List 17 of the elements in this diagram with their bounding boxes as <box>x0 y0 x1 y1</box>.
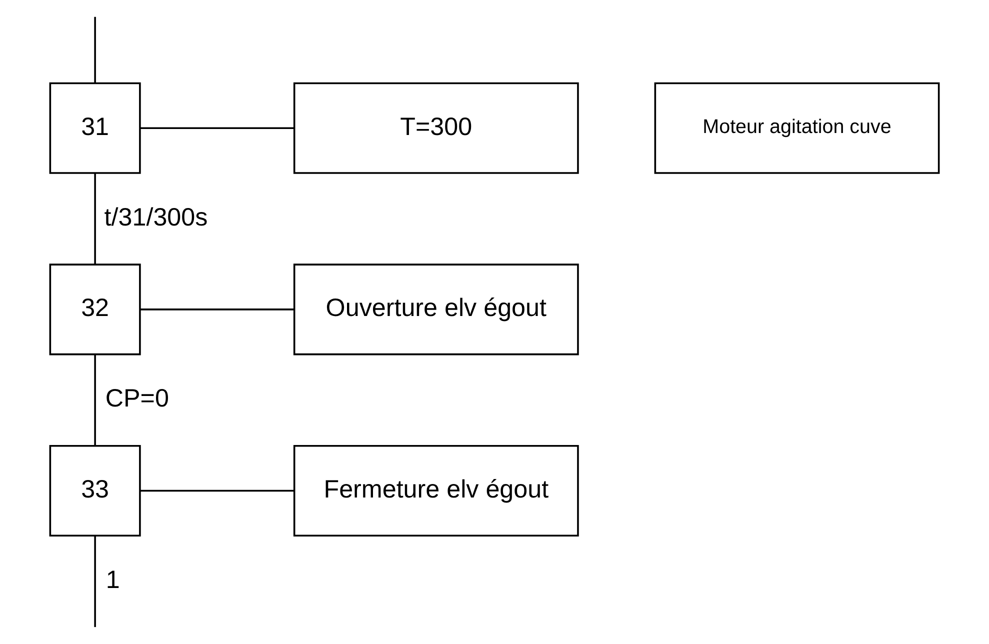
connector <box>140 127 294 130</box>
edge-label: CP=0 <box>105 384 169 413</box>
node-box: Fermeture elv égout <box>293 444 579 537</box>
node-box: 32 <box>49 264 141 356</box>
edge-label: 1 <box>106 566 120 594</box>
connector <box>140 308 294 310</box>
connector <box>94 536 96 628</box>
node-box: T=300 <box>293 82 579 174</box>
connector <box>94 16 96 83</box>
node-box: 33 <box>49 444 141 537</box>
connector <box>140 490 294 492</box>
node-box: Ouverture elv égout <box>293 264 579 356</box>
edge-label: t/31/300s <box>104 203 208 232</box>
connector <box>94 354 96 446</box>
connector <box>94 173 96 264</box>
node-box: 31 <box>49 82 141 174</box>
node-box: Moteur agitation cuve <box>654 82 940 174</box>
